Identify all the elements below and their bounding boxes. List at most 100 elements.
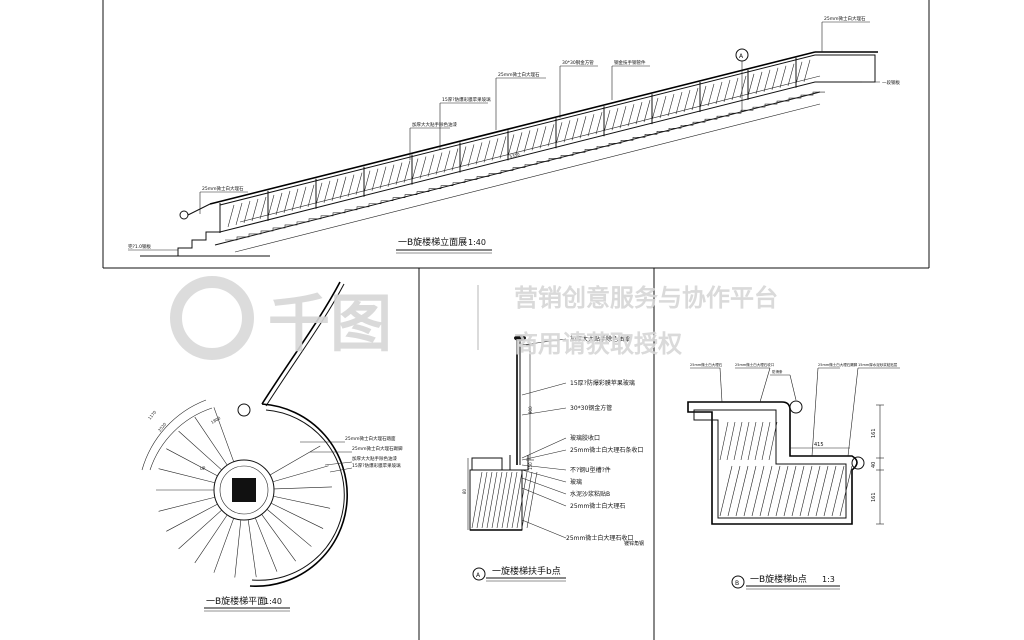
glass-hatch: [675, 91, 683, 115]
plan-note: 25mm微士白大理石踏面: [345, 435, 396, 442]
plan-small-note: 1800: [210, 415, 222, 425]
leader-line: [521, 487, 567, 507]
concrete-hatch: [511, 471, 523, 529]
leader-line: [521, 519, 567, 539]
stair-tread: [247, 519, 257, 578]
concrete-hatch: [719, 465, 733, 517]
glass-hatch: [795, 61, 803, 84]
detail-a-dim: 80: [462, 488, 467, 494]
glass-hatch: [627, 104, 635, 127]
stair-tread: [166, 448, 218, 477]
stair-tread: [158, 496, 215, 512]
panel-frame: [102, 0, 930, 640]
detail-b-notes: 25mm微士白大理石 25mm微士白大理石收口 防滑条 25mm微士白大理石踢脚…: [690, 362, 898, 374]
central-column: [232, 478, 256, 502]
elevation-note: 30*30钢金方管: [562, 59, 594, 66]
stair-tread: [213, 518, 235, 573]
stair-tread: [261, 514, 296, 562]
glass-hatch: [379, 166, 387, 189]
plan-scale: 1:40: [264, 597, 282, 606]
concrete-hatch: [823, 465, 837, 517]
glass-hatch: [435, 152, 443, 175]
concrete-hatch: [496, 471, 508, 529]
elevation-drawing: 5350 A 25mm微士白大理石 加厚大大贴手除色油漆 15厚?防爆彩膜苹果玻…: [128, 15, 900, 257]
leader-line: [521, 338, 567, 346]
stair-tread: [213, 407, 235, 462]
detail-a-note: 玻璃胶收口: [570, 434, 600, 442]
glass-hatch: [667, 93, 675, 117]
concrete-hatch: [815, 465, 829, 517]
elevation-scale: 1:40: [468, 238, 486, 247]
glass-hatch: [571, 118, 579, 141]
concrete-hatch: [733, 421, 743, 461]
concrete-hatch: [471, 471, 483, 529]
glass-hatch: [443, 150, 451, 173]
stair-tread: [273, 486, 332, 490]
concrete-hatch: [751, 465, 765, 517]
plan-notes: 25mm微士白大理石踏面 25mm微士白大理石踢脚 加厚大大贴手除色油漆 15厚…: [147, 409, 403, 471]
glass-hatch: [483, 140, 491, 163]
detail-a-note: 25mm微士白大理石: [570, 502, 625, 510]
elevation-title: 一B旋楼梯立面展: [398, 236, 467, 248]
detail-b-dim: 415: [814, 442, 824, 448]
glass-hatch: [747, 73, 755, 96]
elevation-note: 15厚?防爆彩膜苹果玻璃: [442, 96, 491, 103]
stair-tread: [178, 509, 222, 550]
glass-hatch: [459, 146, 467, 169]
concrete-hatch: [839, 465, 853, 517]
concrete-hatch: [491, 471, 503, 529]
glass-hatch: [355, 172, 363, 195]
detail-b-drawing: 415 161 40 161 25mm微士白大理石 25mm微士白大理石收口 防…: [687, 362, 900, 590]
glass-hatch: [755, 71, 763, 94]
glass-hatch: [411, 158, 419, 181]
detail-a-note: 25mm微士白大理石条收口: [570, 446, 643, 454]
stair-tread: [158, 468, 215, 484]
concrete-hatch: [727, 465, 741, 517]
glass-hatch: [659, 95, 667, 119]
concrete-hatch: [761, 421, 771, 461]
glass-hatch: [531, 128, 539, 151]
concrete-hatch: [791, 465, 805, 517]
concrete-hatch: [807, 465, 821, 517]
elevation-dimension: 5350: [509, 152, 521, 159]
glass-hatch: [467, 144, 475, 167]
glass-hatch: [779, 65, 787, 88]
glass-hatch: [315, 182, 323, 205]
glass-hatch: [707, 83, 715, 107]
glass-hatch: [643, 100, 651, 123]
glass-hatch: [243, 200, 251, 224]
glass-hatch: [299, 186, 307, 209]
elevation-right-note: 一段钢板: [882, 79, 900, 86]
glass-hatch: [691, 87, 699, 111]
glass-hatch: [651, 98, 659, 121]
concrete-hatch: [501, 471, 513, 529]
glass-hatch: [723, 79, 731, 103]
glass-hatch: [731, 77, 739, 101]
concrete-hatch: [516, 471, 528, 529]
leader-line: [521, 477, 567, 495]
glass-hatch: [515, 132, 523, 155]
glass-hatch: [699, 85, 707, 109]
glass-hatch: [347, 174, 355, 197]
glass-hatch: [227, 204, 235, 228]
watermark-line2: 商用请获取授权: [514, 330, 682, 358]
glass-hatch: [475, 142, 483, 165]
elevation-note: 25mm微士白大理石: [202, 185, 244, 192]
detail-b-dim: 161: [871, 492, 877, 502]
leader-line: [521, 449, 567, 461]
stair-tread: [194, 416, 228, 466]
glass-hatch: [763, 69, 771, 92]
glass-hatch: [283, 190, 291, 213]
watermark-logo-icon: [170, 276, 254, 360]
glass-hatch: [395, 162, 403, 185]
glass-hatch: [579, 116, 587, 139]
stair-tread: [166, 503, 218, 532]
glass-hatch: [235, 202, 243, 226]
elevation-note: 钢金技手钢管件: [614, 59, 646, 66]
glass-balustrade: [219, 54, 876, 233]
detail-a-note: 15厚?防爆彩膜苹果玻璃: [570, 379, 635, 387]
concrete-hatch: [476, 471, 488, 529]
glass-hatch: [363, 170, 371, 193]
glass-hatch: [331, 178, 339, 201]
